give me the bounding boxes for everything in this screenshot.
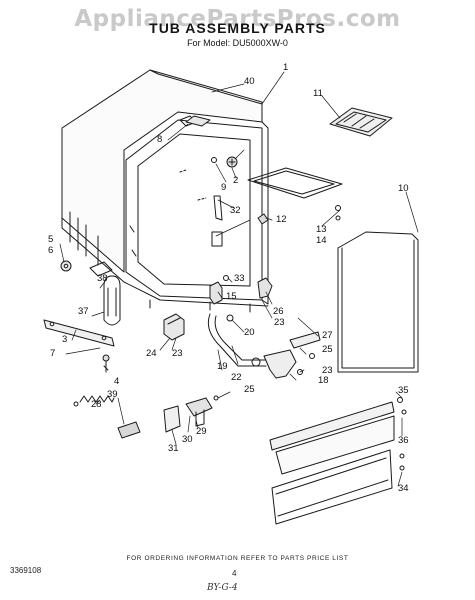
diagram-title: TUB ASSEMBLY PARTS	[149, 20, 326, 36]
callout-23b: 23	[172, 348, 183, 359]
callout-38: 38	[97, 273, 108, 284]
callout-4: 4	[114, 376, 120, 387]
spray-arm-parts	[211, 156, 238, 247]
page-number: 4	[232, 569, 237, 578]
callout-23c: 23	[322, 365, 333, 376]
callout-15: 15	[226, 291, 237, 302]
filter-screen	[329, 107, 393, 137]
motor-mount	[163, 313, 185, 341]
callout-22: 22	[231, 372, 242, 383]
rack-frame	[247, 167, 343, 199]
callout-27: 27	[322, 330, 333, 341]
callout-36: 36	[398, 435, 409, 446]
float-switch	[163, 395, 219, 433]
callout-1: 1	[283, 62, 289, 73]
callout-13: 13	[316, 224, 327, 235]
callout-35: 35	[398, 385, 409, 396]
callout-9: 9	[221, 182, 227, 193]
callout-7: 7	[50, 348, 56, 359]
callout-26: 26	[273, 306, 284, 317]
callout-25b: 25	[244, 384, 255, 395]
callout-24: 24	[146, 348, 157, 359]
callout-39: 39	[107, 389, 118, 400]
callout-33: 33	[234, 273, 245, 284]
handwritten-note: BY-G-4	[207, 583, 238, 593]
callout-25a: 25	[322, 344, 333, 355]
callout-28: 28	[91, 399, 102, 410]
callout-5: 5	[48, 234, 54, 245]
inlet-elbow	[263, 349, 303, 379]
callout-23a: 23	[274, 317, 285, 328]
door-gasket	[337, 231, 419, 373]
callout-31: 31	[168, 443, 179, 454]
callout-18: 18	[318, 375, 329, 386]
callout-10: 10	[398, 183, 409, 194]
callout-32: 32	[230, 205, 241, 216]
callout-29: 29	[196, 426, 207, 437]
callout-8: 8	[157, 134, 163, 145]
watermark: AppliancePartsPros.com	[74, 6, 401, 32]
callout-11: 11	[313, 88, 323, 99]
callout-14: 14	[316, 235, 327, 246]
heater-bracket	[289, 331, 321, 359]
callout-3: 3	[62, 334, 68, 345]
callout-12: 12	[276, 214, 287, 225]
kickplate	[269, 397, 407, 525]
callout-40: 40	[244, 76, 255, 87]
model-line: For Model: DU5000XW-0	[187, 38, 288, 48]
fill-hose	[207, 313, 267, 367]
callout-2: 2	[233, 175, 239, 186]
callout-19: 19	[217, 361, 228, 372]
callout-30: 30	[182, 434, 193, 445]
callout-37: 37	[78, 306, 89, 317]
ordering-note: FOR ORDERING INFORMATION REFER TO PARTS …	[126, 555, 349, 562]
callout-20: 20	[244, 327, 255, 338]
callout-34: 34	[398, 483, 409, 494]
drawing-number: 3369108	[10, 566, 42, 575]
mounting-bracket	[43, 319, 115, 347]
callout-6: 6	[48, 245, 54, 256]
spring	[73, 395, 115, 407]
drain-hose-loop	[103, 275, 121, 326]
